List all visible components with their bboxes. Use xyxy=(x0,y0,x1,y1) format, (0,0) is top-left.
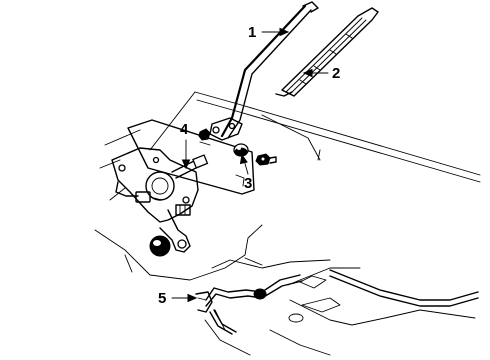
callout-number-3: 3 xyxy=(244,175,252,192)
pivot-nut xyxy=(255,153,277,166)
callout-number-4: 4 xyxy=(180,121,189,138)
grommet xyxy=(149,235,171,257)
callout-2: 2 xyxy=(302,65,340,82)
callout-4: 4 xyxy=(180,121,191,170)
callout-1: 1 xyxy=(248,24,290,41)
callout-number-1: 1 xyxy=(248,24,256,41)
callout-5: 5 xyxy=(158,290,198,307)
callout-3: 3 xyxy=(239,153,252,192)
wiper-blade xyxy=(275,7,379,97)
pivot-cap xyxy=(233,143,249,157)
callout-number-2: 2 xyxy=(332,65,340,82)
motor-wiring xyxy=(115,181,163,203)
wiper-arm xyxy=(198,1,319,141)
tailgate-panel xyxy=(94,91,481,281)
callout-number-5: 5 xyxy=(158,290,166,307)
wiring-harness xyxy=(195,259,479,356)
motor-mount-plate xyxy=(127,119,255,195)
